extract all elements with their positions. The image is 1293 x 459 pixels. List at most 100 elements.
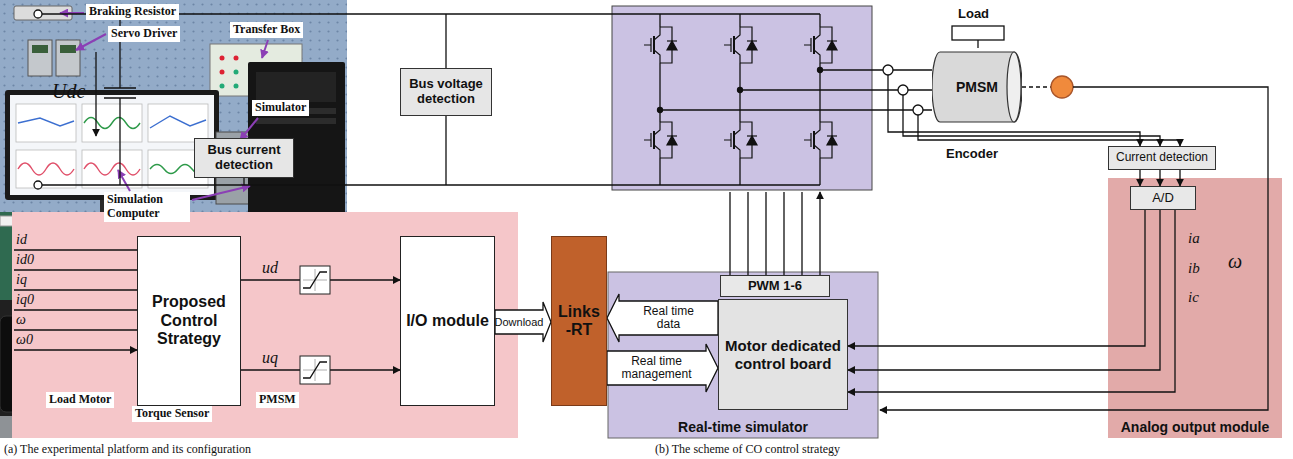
power-circuit [724, 122, 757, 158]
power-circuit [898, 85, 908, 95]
subfigure-caption: (a) The experimental platform and its co… [4, 442, 251, 457]
power-circuit [644, 122, 677, 158]
platform-photo [82, 150, 142, 188]
process-box: I/O module [400, 236, 495, 406]
edge-label: uq [262, 349, 278, 367]
signal-arrow [1159, 170, 1160, 186]
saturation-block [303, 269, 327, 291]
photo-callout: Servo Driver [108, 26, 180, 42]
region-background [1108, 178, 1282, 438]
signal-name: id0 [16, 252, 34, 267]
node-text: A/D [1152, 191, 1174, 206]
saturation-block [300, 266, 330, 294]
region-background [12, 212, 518, 438]
platform-photo [234, 84, 239, 89]
platform-photo [220, 70, 239, 89]
power-circuit [659, 14, 660, 185]
block-arrow [607, 344, 718, 392]
node-text: Bus voltage detection [405, 77, 487, 107]
platform-photo [16, 150, 76, 188]
saturation-block [300, 356, 330, 384]
power-circuit [34, 10, 42, 18]
saturation-block [303, 359, 327, 381]
power-circuit [804, 27, 837, 63]
region-background [12, 6, 1282, 438]
signal-name: ω0 [16, 332, 33, 347]
platform-photo [84, 118, 140, 129]
region-background [612, 6, 872, 190]
photo-callout: Torque Sensor [132, 406, 212, 422]
power-circuit [42, 14, 820, 185]
platform-photo [234, 56, 239, 61]
platform-photo [10, 95, 214, 195]
node-text: I/O module [406, 312, 489, 330]
signal-name: ω [1228, 250, 1242, 272]
platform-photo [56, 40, 80, 76]
platform-photo [148, 104, 208, 142]
leader-arrow [76, 34, 106, 50]
signal-arrow [1179, 170, 1180, 186]
power-circuit [818, 68, 823, 73]
process-box: Bus current detection [194, 138, 294, 178]
motor-cylinder-outline [932, 52, 1022, 122]
power-circuit [804, 122, 837, 158]
platform-photo [32, 45, 48, 53]
platform-photo [150, 116, 206, 128]
photo-callout: PMSM [256, 392, 299, 408]
power-circuit [730, 192, 820, 275]
power-circuit [880, 87, 1268, 410]
saturation-block [303, 272, 327, 288]
region-panel: Analog output module A/D [1108, 178, 1282, 438]
power-circuit [660, 70, 932, 110]
signal-name: Udc [52, 80, 85, 102]
photo-callout: Transfer Box [230, 22, 303, 38]
signal-name: id [16, 232, 27, 247]
signal-arrow [1139, 170, 1140, 186]
motor-cylinder-outline [1007, 52, 1021, 122]
photo-callout: Simulator [252, 100, 309, 116]
node-text: Proposed Control Strategy [142, 293, 236, 348]
photo-callout: Load Motor [46, 392, 114, 408]
power-circuit [913, 105, 923, 115]
platform-photo [256, 72, 336, 102]
power-circuit [1022, 86, 1051, 87]
leader-arrow [262, 40, 268, 58]
signal-name: ω [16, 312, 26, 327]
power-circuit [658, 108, 663, 113]
process-box: Links -RT [551, 236, 607, 406]
part-label: Encoder [946, 146, 998, 161]
platform-photo [16, 104, 208, 188]
platform-photo [220, 84, 225, 89]
edge-label: Real time management [616, 355, 698, 381]
power-circuit [95, 52, 96, 136]
platform-photo [220, 56, 239, 75]
platform-photo [16, 104, 76, 142]
process-box: Bus voltage detection [400, 68, 492, 116]
power-circuit [34, 181, 42, 189]
node-text: Analog output module [1121, 419, 1270, 435]
part-label: Load [958, 6, 989, 21]
signal-name: iq [16, 272, 27, 287]
node-text: Current detection [1116, 151, 1208, 165]
node-text: Links -RT [556, 303, 602, 340]
edge-label: ia [1188, 230, 1200, 247]
power-circuit [883, 65, 893, 75]
power-circuit [243, 178, 244, 185]
power-circuit [977, 40, 978, 48]
photo-callout: Braking Resistor [86, 4, 179, 20]
signal-arrow [848, 210, 1175, 392]
photo-callout: Simulation Computer [104, 192, 190, 222]
node-text: PWM 1-6 [748, 279, 802, 294]
subfigure-caption: (b) The scheme of CO control strategy [655, 442, 840, 457]
node-text: Bus current detection [199, 143, 289, 173]
platform-photo [5, 90, 219, 200]
platform-photo [84, 163, 140, 175]
process-box: PWM 1-6 [720, 275, 830, 297]
power-circuit [739, 14, 740, 185]
leader-arrow [192, 186, 250, 200]
node-text: Motor dedicated control board [723, 337, 843, 372]
platform-photo [220, 56, 225, 61]
power-circuit [14, 250, 137, 350]
power-circuit [724, 27, 757, 63]
edge-label: ud [262, 259, 278, 277]
